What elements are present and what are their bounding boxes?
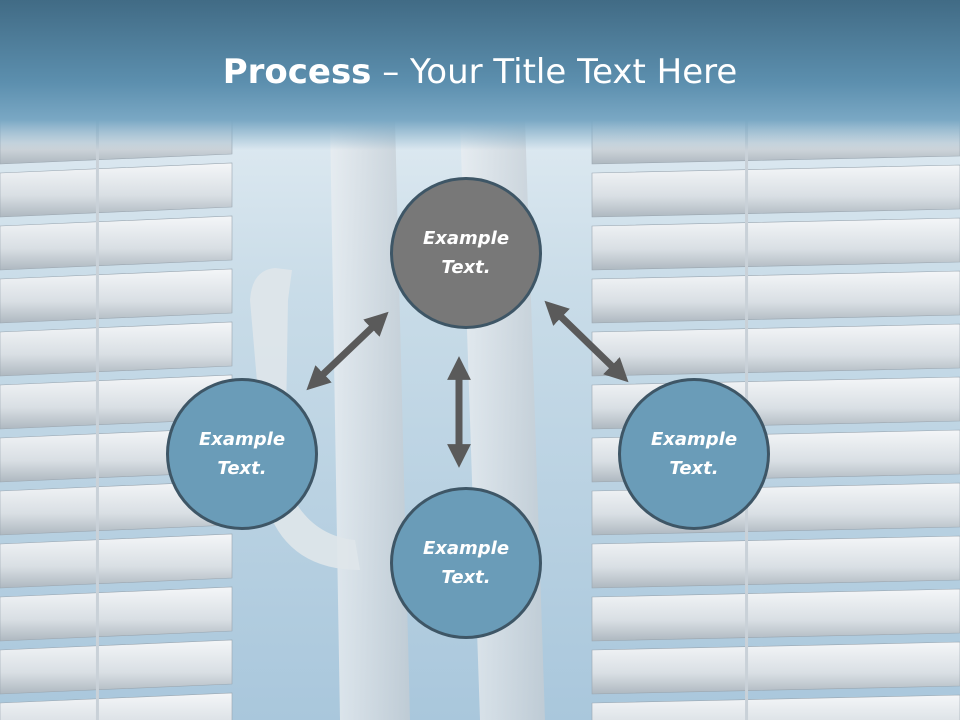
title-bold: Process (222, 52, 372, 92)
node-left-line2: Text. (217, 458, 267, 479)
node-left-line1: Example (198, 429, 286, 450)
blind-slat (0, 162, 233, 218)
node-top: Example Text. (390, 177, 542, 329)
slide-title: Process – Your Title Text Here (0, 52, 960, 92)
node-right: Example Text. (618, 378, 770, 530)
blind-slat (591, 694, 960, 720)
node-top-line2: Text. (441, 257, 491, 278)
blind-slat (591, 641, 960, 695)
blind-slat (0, 533, 233, 589)
node-top-line1: Example (422, 228, 510, 249)
node-right-line2: Text. (669, 458, 719, 479)
blind-slat (0, 268, 233, 324)
blind-slat (0, 215, 233, 271)
node-bottom: Example Text. (390, 487, 542, 639)
blind-slat (0, 692, 233, 720)
node-right-line1: Example (650, 429, 738, 450)
blind-slat (591, 535, 960, 589)
blind-slat (591, 588, 960, 642)
blind-slat (591, 164, 960, 218)
node-bottom-line2: Text. (441, 567, 491, 588)
blind-slat (0, 639, 233, 695)
blind-slat (591, 217, 960, 271)
arrow-top-right (544, 300, 629, 383)
arrow-top-left (306, 311, 389, 391)
node-left: Example Text. (166, 378, 318, 530)
node-bottom-line1: Example (422, 538, 510, 559)
blind-slat (0, 586, 233, 642)
title-rest: – Your Title Text Here (371, 52, 738, 92)
blind-slat (0, 321, 233, 377)
title-bar (0, 0, 960, 150)
